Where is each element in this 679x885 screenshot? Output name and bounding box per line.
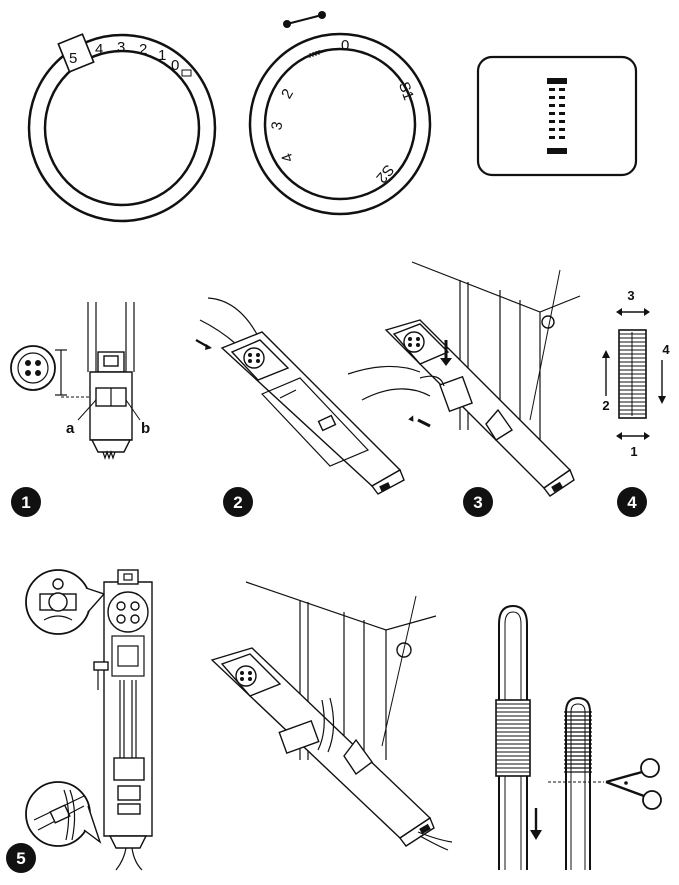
svg-text:2: 2 [233, 493, 242, 512]
pointer-dot-left [283, 20, 291, 28]
pattern-selector-dial[interactable]: 0 2 3 4 S1 S2 [250, 11, 430, 214]
step-2-badge: 2 [223, 487, 253, 517]
button-icon [11, 346, 55, 390]
label-a: a [66, 420, 75, 437]
length-number-5: 5 [69, 50, 77, 67]
step-4-illustration: 3 2 4 1 [602, 288, 670, 459]
direction-4: 4 [662, 342, 670, 357]
step-5-sewing-illustration [212, 582, 452, 850]
length-number-3: 3 [117, 39, 125, 56]
stitch-length-dial[interactable]: 5 4 3 2 1 0 [29, 34, 215, 221]
svg-text:3: 3 [473, 493, 482, 512]
step-3-badge: 3 [463, 487, 493, 517]
svg-text:4: 4 [627, 493, 637, 512]
buttonhole-stitch-display [478, 57, 636, 175]
step-1-illustration: a b [11, 302, 150, 458]
direction-1: 1 [630, 444, 637, 459]
step-4-badge: 4 [617, 487, 647, 517]
svg-text:1: 1 [21, 493, 30, 512]
step-2-illustration [196, 298, 404, 494]
scissors-icon [606, 759, 661, 809]
stitched-bar-left [496, 700, 530, 776]
direction-3: 3 [627, 288, 634, 303]
step-5-foot-illustration [26, 570, 152, 870]
pattern-number-0: 0 [341, 37, 349, 54]
step-5-thread-loops [496, 606, 661, 870]
length-number-0: 0 [171, 57, 179, 74]
label-b: b [141, 420, 150, 437]
step-5-badge: 5 [6, 843, 36, 873]
length-number-2: 2 [139, 41, 147, 58]
direction-2: 2 [602, 398, 609, 413]
pointer-dot-right [318, 11, 326, 19]
button-in-foot-icon [108, 592, 148, 632]
length-number-4: 4 [95, 41, 103, 58]
length-number-1: 1 [158, 47, 166, 64]
svg-text:5: 5 [16, 849, 25, 868]
step-1-badge: 1 [11, 487, 41, 517]
